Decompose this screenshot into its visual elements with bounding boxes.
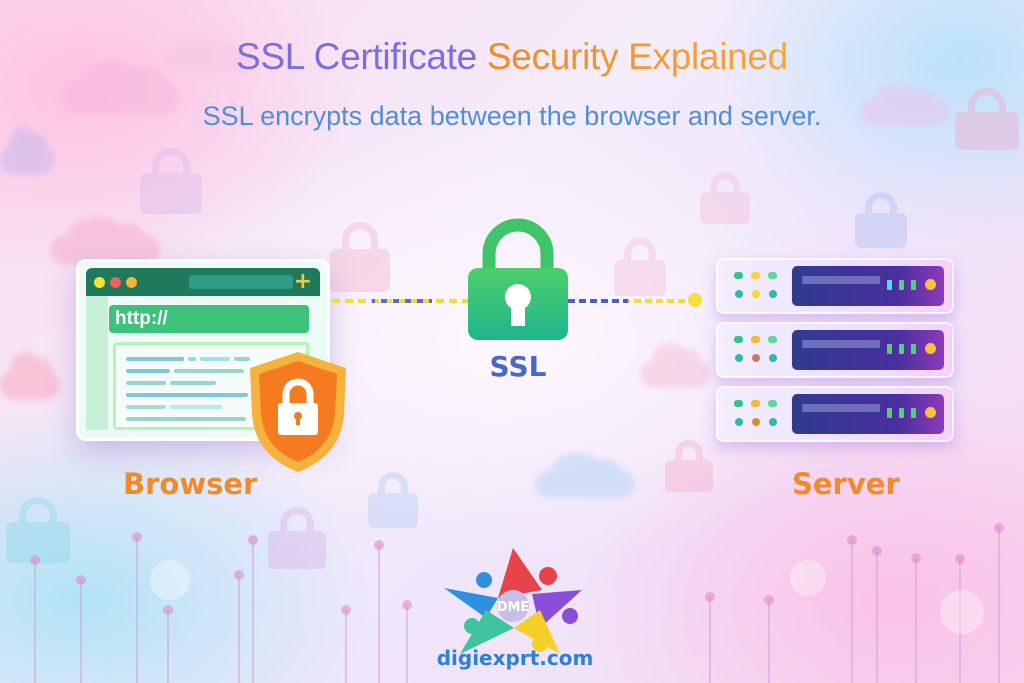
shield-lock-icon xyxy=(250,352,346,472)
background-lock-icon xyxy=(368,472,418,528)
browser-titlebar: + xyxy=(86,268,320,296)
address-bar: http:// xyxy=(109,305,309,333)
logo-monogram: DME xyxy=(497,600,530,615)
background-lock-icon xyxy=(614,238,666,296)
window-dot-yellow-icon xyxy=(94,277,105,288)
cloud-icon xyxy=(535,453,635,498)
background-lock-icon xyxy=(855,192,907,248)
background-lock-icon xyxy=(140,148,202,214)
page-title: SSL Certificate Security Explained xyxy=(0,36,1024,78)
title-part-1: SSL Certificate xyxy=(236,36,477,77)
padlock-icon xyxy=(468,218,568,340)
browser-label: Browser xyxy=(123,467,258,501)
background-lock-icon xyxy=(330,222,390,292)
logo-text: digiexprt.com xyxy=(436,646,594,670)
plus-icon: + xyxy=(293,269,312,294)
server-unit xyxy=(716,258,954,314)
cloud-icon xyxy=(0,352,60,400)
window-dot-orange-icon xyxy=(126,277,137,288)
ssl-label: SSL xyxy=(489,350,547,383)
dme-star-logo-icon: DME xyxy=(444,548,582,654)
browser-tab xyxy=(189,275,293,289)
cloud-icon xyxy=(0,127,55,175)
connection-endpoint-icon xyxy=(688,293,702,307)
background-lock-icon xyxy=(268,507,326,569)
background-lock-icon xyxy=(6,497,70,563)
background-lock-icon xyxy=(665,440,713,492)
server-unit xyxy=(716,322,954,378)
window-dot-red-icon xyxy=(110,277,121,288)
connection-line-right xyxy=(568,299,692,303)
server-label: Server xyxy=(792,467,900,501)
subtitle: SSL encrypts data between the browser an… xyxy=(202,101,822,131)
browser-sidebar xyxy=(86,296,108,430)
connection-line-left xyxy=(332,299,468,303)
background-lock-icon xyxy=(700,172,750,224)
cloud-icon xyxy=(640,343,710,388)
server-unit xyxy=(716,386,954,442)
title-part-2: Security Explained xyxy=(486,36,788,77)
